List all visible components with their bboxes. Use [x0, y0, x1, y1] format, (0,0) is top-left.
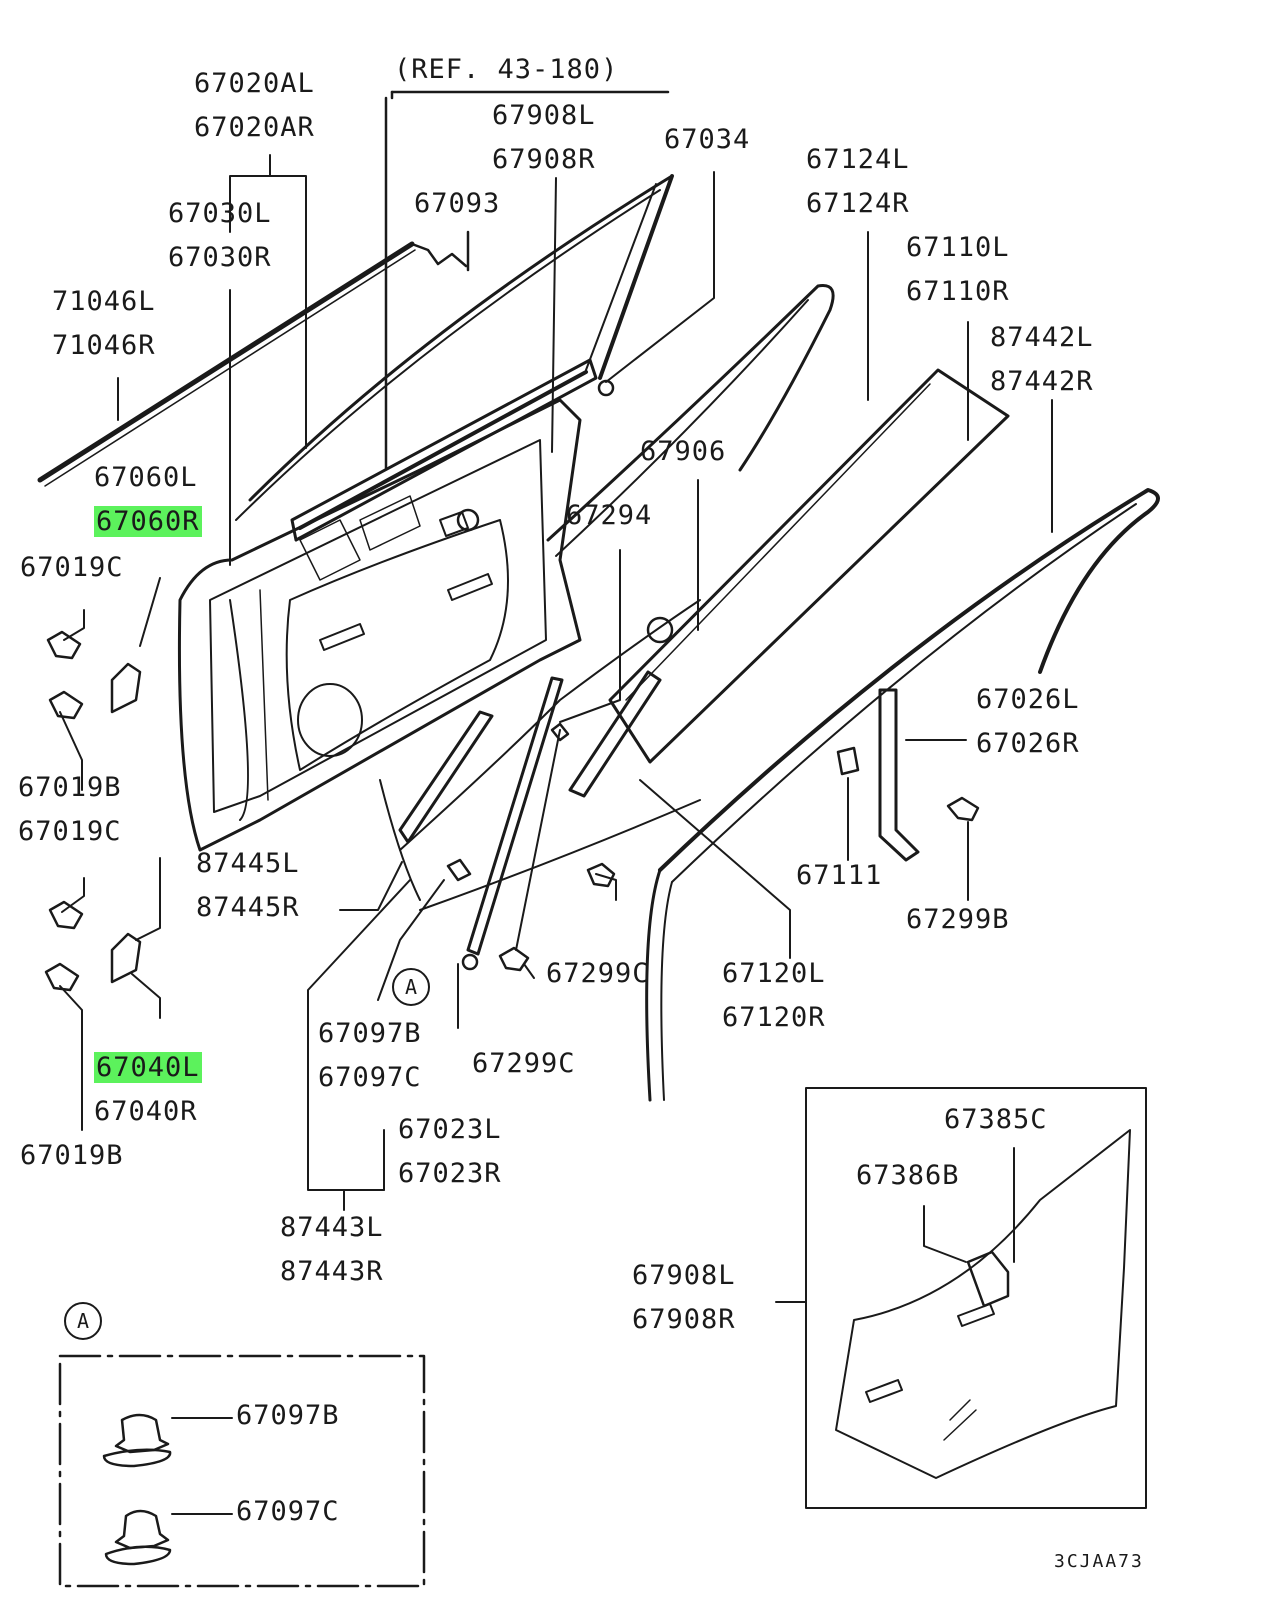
- detail-marker-a[interactable]: A: [392, 968, 430, 1006]
- part-label-87442L[interactable]: 87442L: [990, 322, 1094, 353]
- part-label-67093[interactable]: 67093: [414, 188, 501, 219]
- part-label-67908L-top[interactable]: 67908L: [492, 100, 596, 131]
- part-label-67060R[interactable]: 67060R: [94, 506, 202, 538]
- door-glass: [608, 368, 1010, 764]
- part-label-67019B-bot[interactable]: 67019B: [20, 1140, 124, 1171]
- part-label-67019B-mid[interactable]: 67019B: [18, 772, 122, 803]
- door-inner-panel: [177, 398, 701, 911]
- part-label-67030L[interactable]: 67030L: [168, 198, 272, 229]
- reference-label: (REF. 43-180): [394, 54, 619, 85]
- part-label-67294[interactable]: 67294: [566, 500, 653, 531]
- part-label-67060L[interactable]: 67060L: [94, 462, 198, 493]
- part-label-67020AR[interactable]: 67020AR: [194, 112, 315, 143]
- part-label-67110L[interactable]: 67110L: [906, 232, 1010, 263]
- detail-marker-a-box: A: [64, 1302, 102, 1340]
- part-label-67019C-mid[interactable]: 67019C: [18, 816, 122, 847]
- part-label-71046R[interactable]: 71046R: [52, 330, 156, 361]
- part-label-67385C[interactable]: 67385C: [944, 1104, 1048, 1135]
- part-label-71046L[interactable]: 71046L: [52, 286, 156, 317]
- part-label-67908L-box[interactable]: 67908L: [632, 1260, 736, 1291]
- part-label-67030R[interactable]: 67030R: [168, 242, 272, 273]
- highlighted-part-67040L[interactable]: 67040L: [94, 1052, 202, 1083]
- inset-panel-detail: [805, 1087, 1147, 1509]
- part-label-67040L[interactable]: 67040L: [94, 1052, 202, 1084]
- part-label-67019C-top[interactable]: 67019C: [20, 552, 124, 583]
- part-label-67906[interactable]: 67906: [640, 436, 727, 467]
- part-label-67020AL[interactable]: 67020AL: [194, 68, 315, 99]
- part-label-67040R[interactable]: 67040R: [94, 1096, 198, 1127]
- part-label-67908R-top[interactable]: 67908R: [492, 144, 596, 175]
- part-label-67908R-box[interactable]: 67908R: [632, 1304, 736, 1335]
- part-label-67299C-b[interactable]: 67299C: [472, 1048, 576, 1079]
- part-label-67023L[interactable]: 67023L: [398, 1114, 502, 1145]
- part-label-87445R[interactable]: 87445R: [196, 892, 300, 923]
- part-label-67026R[interactable]: 67026R: [976, 728, 1080, 759]
- part-label-87443L[interactable]: 87443L: [280, 1212, 384, 1243]
- image-code: 3CJAA73: [1054, 1551, 1144, 1572]
- glass-channels: [398, 670, 662, 971]
- part-label-67386B[interactable]: 67386B: [856, 1160, 960, 1191]
- part-label-67097B-detail[interactable]: 67097B: [236, 1400, 340, 1431]
- part-label-67120L[interactable]: 67120L: [722, 958, 826, 989]
- part-label-87443R[interactable]: 87443R: [280, 1256, 384, 1287]
- part-label-67097C-detail[interactable]: 67097C: [236, 1496, 340, 1527]
- part-label-67110R[interactable]: 67110R: [906, 276, 1010, 307]
- part-label-67124R[interactable]: 67124R: [806, 188, 910, 219]
- reference-bracket: [384, 90, 670, 470]
- part-label-67124L[interactable]: 67124L: [806, 144, 910, 175]
- part-label-67034[interactable]: 67034: [664, 124, 751, 155]
- part-label-67111[interactable]: 67111: [796, 860, 883, 891]
- part-label-67299C-a[interactable]: 67299C: [546, 958, 650, 989]
- highlighted-part-67060R[interactable]: 67060R: [94, 506, 202, 537]
- leader-lines: [59, 154, 1053, 1303]
- detail-box-a: [58, 1354, 426, 1588]
- part-label-67097C[interactable]: 67097C: [318, 1062, 422, 1093]
- part-label-67120R[interactable]: 67120R: [722, 1002, 826, 1033]
- part-label-67026L[interactable]: 67026L: [976, 684, 1080, 715]
- part-label-67299B[interactable]: 67299B: [906, 904, 1010, 935]
- part-label-87442R[interactable]: 87442R: [990, 366, 1094, 397]
- door-weatherstrip: [645, 488, 1160, 1102]
- part-label-67023R[interactable]: 67023R: [398, 1158, 502, 1189]
- part-label-87445L[interactable]: 87445L: [196, 848, 300, 879]
- part-label-67097B[interactable]: 67097B: [318, 1018, 422, 1049]
- rear-run-channel: [878, 688, 920, 862]
- door-sash-seal: [546, 284, 835, 557]
